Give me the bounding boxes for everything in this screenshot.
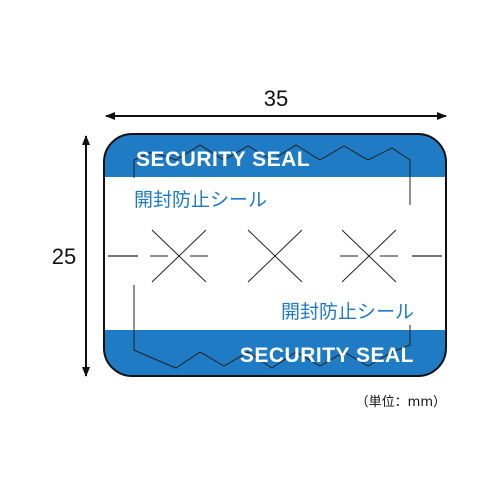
unit-note: （単位：mm） xyxy=(356,394,446,410)
x-cut-mark-left xyxy=(150,229,208,283)
bottom-blue-band xyxy=(104,330,446,376)
height-dimension: 25 xyxy=(52,135,90,377)
tamper-cut-pattern xyxy=(108,144,442,369)
seal-label: SECURITY SEAL 開封防止シール 開封防止シール SECURITY S… xyxy=(103,133,447,377)
seal-outline xyxy=(103,133,447,377)
x-cut-mark-right xyxy=(340,229,398,283)
bottom-japanese-seal-text: 開封防止シール xyxy=(281,301,414,323)
top-security-seal-text: SECURITY SEAL xyxy=(136,148,310,171)
top-japanese-seal-text: 開封防止シール xyxy=(134,189,267,211)
bottom-security-seal-text: SECURITY SEAL xyxy=(240,344,414,367)
x-cut-marks xyxy=(150,229,398,283)
x-cut-mark-center xyxy=(247,229,303,283)
width-dimension: 35 xyxy=(105,86,447,120)
width-dimension-label: 35 xyxy=(264,86,288,111)
height-dimension-label: 25 xyxy=(52,244,76,269)
